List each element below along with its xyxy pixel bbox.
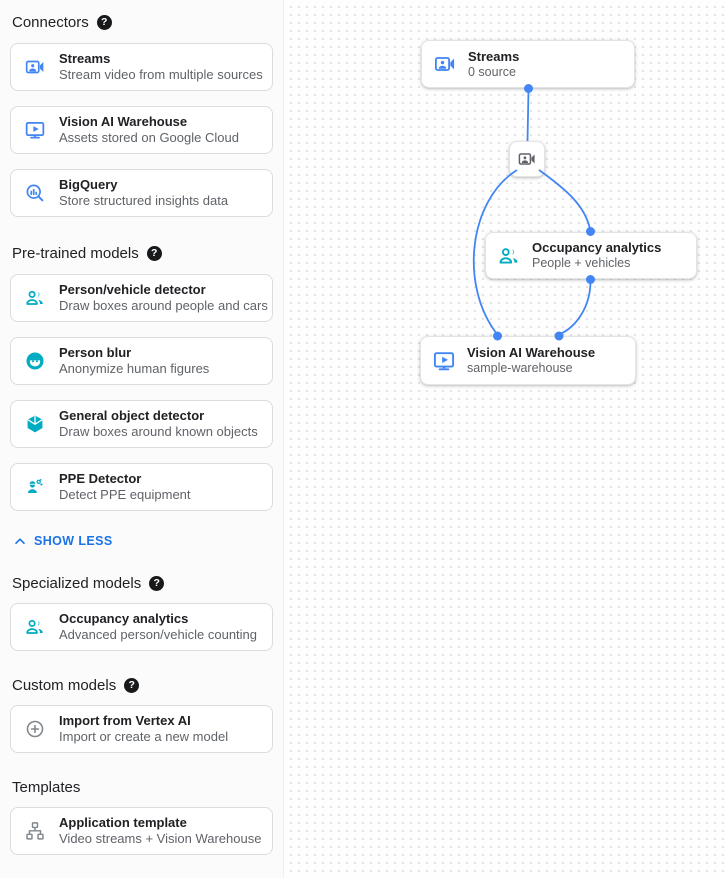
card-person-vehicle-detector[interactable]: Person/vehicle detector Draw boxes aroun… [10, 274, 273, 322]
section-heading-templates: Templates [12, 778, 273, 796]
graph-canvas[interactable]: Streams 0 source Occupancy analytics Peo… [284, 0, 725, 878]
warehouse-icon [421, 349, 467, 373]
card-description: Stream video from multiple sources [59, 67, 263, 82]
edge-occupancy-to-warehouse [559, 280, 592, 335]
help-icon[interactable]: ? [96, 14, 112, 30]
card-description: Video streams + Vision Warehouse [59, 831, 262, 846]
section-heading-custom-models: Custom models ? [12, 676, 273, 694]
section-heading-label: Pre-trained models [12, 244, 139, 262]
tree-icon [11, 820, 59, 842]
help-icon[interactable]: ? [149, 575, 165, 591]
card-bigquery[interactable]: BigQuery Store structured insights data [10, 169, 273, 217]
card-description: Draw boxes around known objects [59, 424, 258, 439]
add-circle-icon [11, 718, 59, 740]
card-title: Person/vehicle detector [59, 282, 206, 297]
card-title: Occupancy analytics [59, 611, 189, 626]
ppe-icon [11, 476, 59, 498]
card-vision-ai-warehouse[interactable]: Vision AI Warehouse Assets stored on Goo… [10, 106, 273, 154]
section-heading-pretrained-models: Pre-trained models ? [12, 244, 273, 262]
edge-connectors [472, 84, 595, 341]
section-heading-specialized-models: Specialized models ? [12, 574, 273, 592]
card-title: Import from Vertex AI [59, 713, 191, 728]
component-sidebar: Connectors ? Streams Stream video from m… [0, 0, 284, 878]
card-description: Advanced person/vehicle counting [59, 627, 258, 642]
card-title: Streams [59, 51, 111, 66]
card-title: Person blur [59, 345, 132, 360]
card-description: Store structured insights data [59, 193, 229, 208]
section-heading-label: Custom models [12, 676, 117, 694]
people-icon [11, 616, 59, 638]
camera-icon [517, 149, 537, 169]
node-title: Streams [468, 48, 520, 64]
section-heading-label: Specialized models [12, 574, 142, 592]
help-icon[interactable]: ? [124, 677, 140, 693]
show-less-button[interactable]: SHOW LESS [12, 533, 273, 549]
card-import-from-vertex-ai[interactable]: Import from Vertex AI Import or create a… [10, 705, 273, 753]
edge-streams-to-camera [526, 89, 530, 142]
chevron-up-icon [12, 533, 28, 549]
card-description: Detect PPE equipment [59, 487, 191, 502]
card-title: Vision AI Warehouse [59, 114, 188, 129]
people-icon [11, 287, 59, 309]
node-subtitle: sample-warehouse [467, 361, 573, 375]
edge-camera-to-occupancy [538, 169, 591, 230]
section-heading-connectors: Connectors ? [12, 13, 273, 31]
people-icon [486, 244, 532, 268]
node-camera[interactable] [509, 141, 545, 177]
node-subtitle: 0 source [468, 64, 516, 79]
node-title: Occupancy analytics [532, 240, 662, 255]
cube-icon [11, 413, 59, 435]
card-ppe-detector[interactable]: PPE Detector Detect PPE equipment [10, 463, 273, 511]
bigquery-icon [11, 182, 59, 204]
node-vision-ai-warehouse[interactable]: Vision AI Warehouse sample-warehouse [420, 336, 636, 385]
section-heading-label: Templates [12, 778, 81, 796]
card-description: Import or create a new model [59, 729, 229, 744]
card-application-template[interactable]: Application template Video streams + Vis… [10, 807, 273, 855]
card-title: General object detector [59, 408, 205, 423]
card-description: Assets stored on Google Cloud [59, 130, 239, 145]
streams-icon [11, 56, 59, 78]
card-person-blur[interactable]: Person blur Anonymize human figures [10, 337, 273, 385]
node-occupancy-analytics[interactable]: Occupancy analytics People + vehicles [485, 232, 697, 279]
card-description: Anonymize human figures [59, 361, 210, 376]
warehouse-icon [11, 119, 59, 141]
card-general-object-detector[interactable]: General object detector Draw boxes aroun… [10, 400, 273, 448]
streams-icon [422, 52, 468, 76]
node-streams[interactable]: Streams 0 source [421, 40, 635, 88]
card-title: BigQuery [59, 177, 118, 192]
show-less-label: SHOW LESS [34, 534, 113, 548]
card-title: Application template [59, 815, 187, 830]
node-title: Vision AI Warehouse [467, 345, 596, 360]
card-occupancy-analytics[interactable]: Occupancy analytics Advanced person/vehi… [10, 603, 273, 651]
card-streams[interactable]: Streams Stream video from multiple sourc… [10, 43, 273, 91]
section-heading-label: Connectors [12, 13, 89, 31]
card-title: PPE Detector [59, 471, 142, 486]
node-subtitle: People + vehicles [532, 256, 631, 270]
face-icon [11, 350, 59, 372]
card-description: Draw boxes around people and cars [59, 298, 268, 313]
help-icon[interactable]: ? [146, 245, 162, 261]
